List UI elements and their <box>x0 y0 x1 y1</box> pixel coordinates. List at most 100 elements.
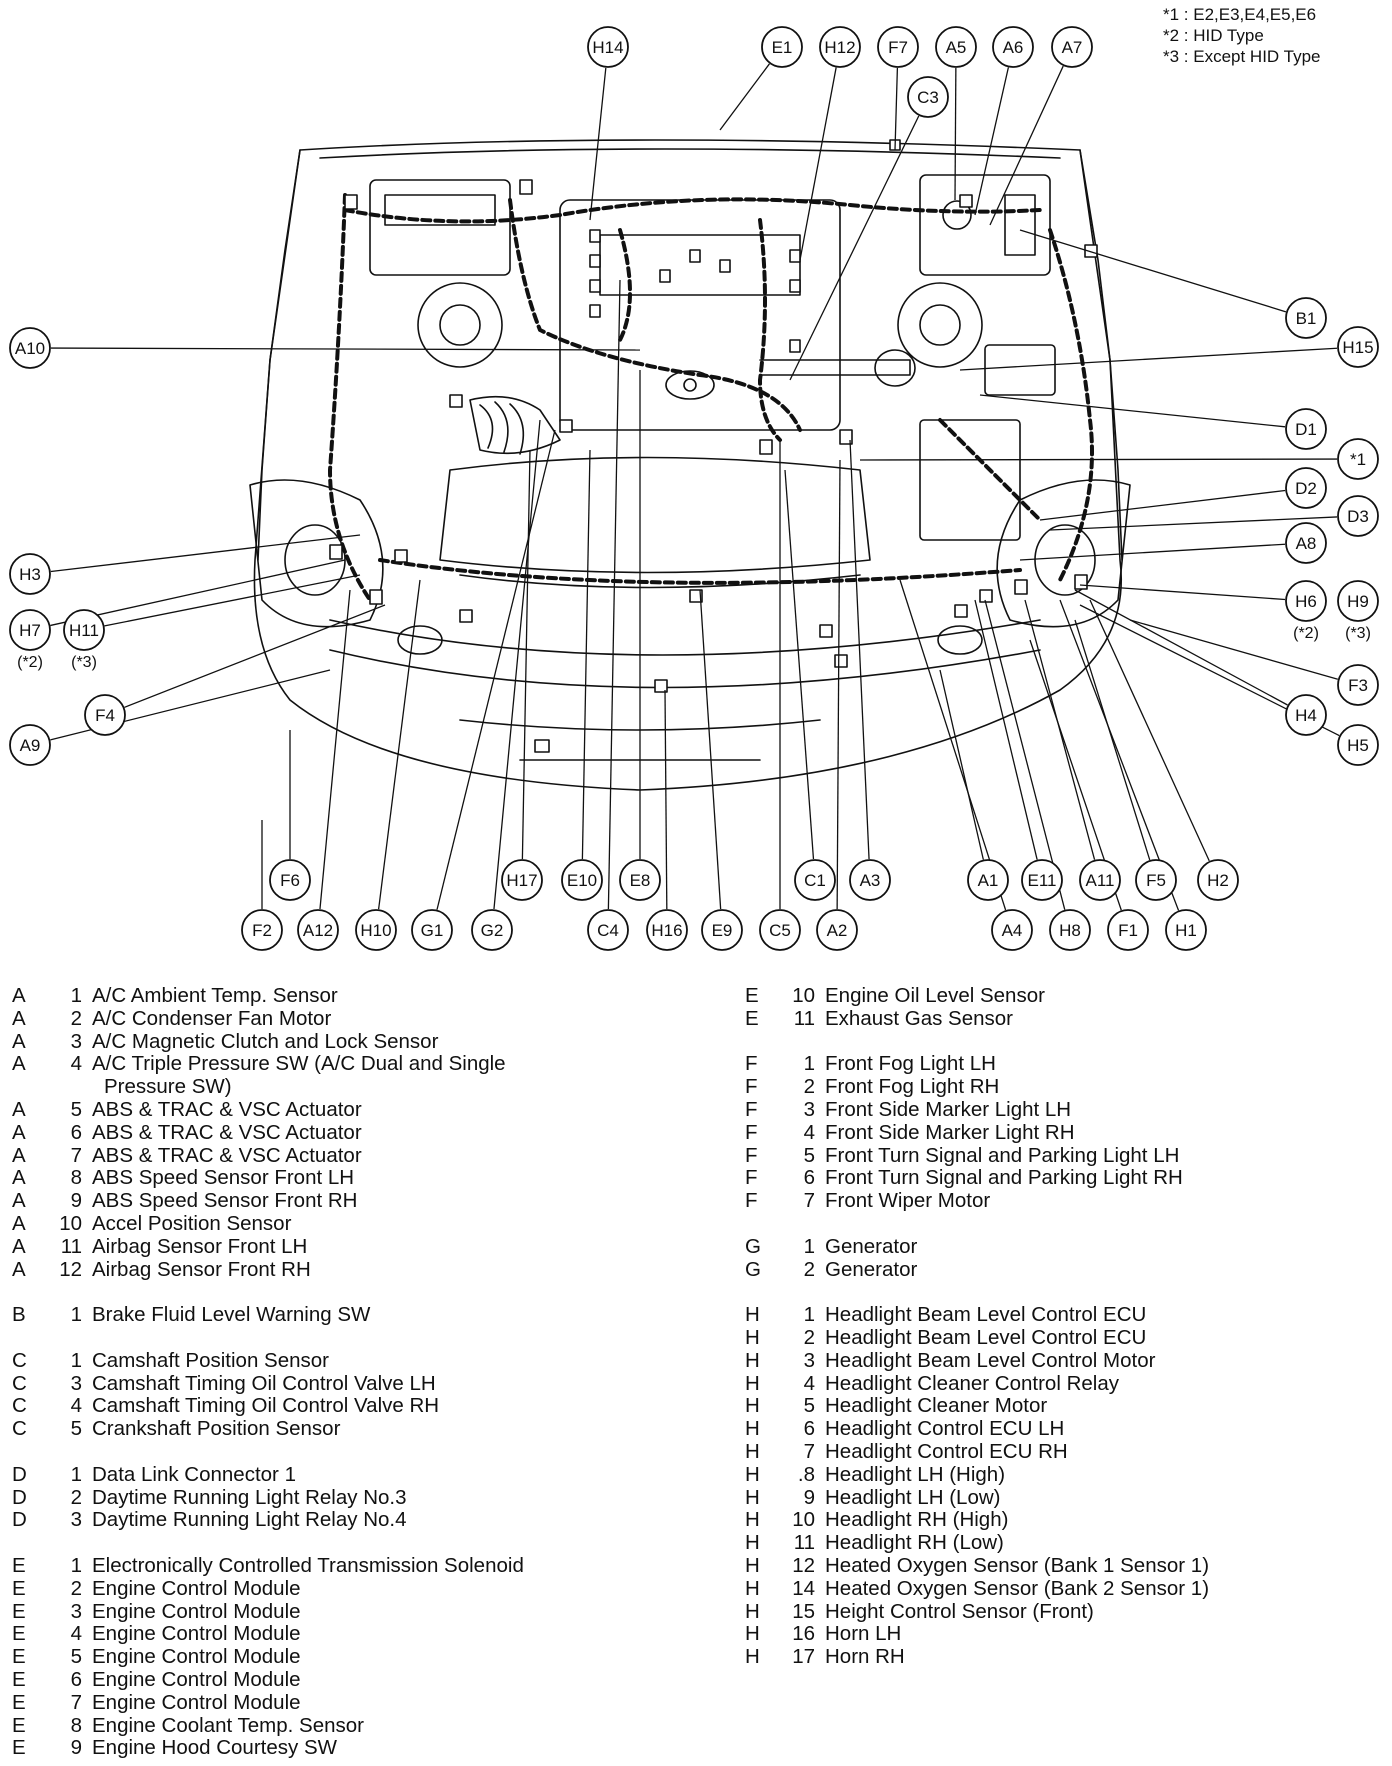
leader-h7 <box>50 559 346 627</box>
legend-description: Engine Control Module <box>92 1622 301 1646</box>
leader-a2 <box>836 459 841 910</box>
legend-number: 1 <box>70 1303 82 1327</box>
legend-letter: B <box>12 1303 26 1327</box>
leader-g2 <box>493 419 541 910</box>
callout-a10: A10 <box>15 339 45 358</box>
fog-light-left <box>397 625 443 655</box>
callout-circle-f3 <box>1337 664 1379 706</box>
footnote-3: *3 : Except HID Type <box>1163 47 1321 66</box>
callout-circle-h9 <box>1337 580 1379 622</box>
callout-f6: F6 <box>280 871 300 890</box>
legend-number: 2 <box>803 1257 815 1281</box>
callout-a4: A4 <box>1002 921 1023 940</box>
legend-number: 5 <box>70 1417 82 1441</box>
legend-number: 2 <box>803 1325 815 1349</box>
legend-letter: G <box>745 1234 761 1258</box>
callout-circle-h8 <box>1049 909 1091 951</box>
legend-description: Electronically Controlled Transmission S… <box>92 1553 524 1577</box>
legend-description: Headlight RH (Low) <box>825 1531 1004 1555</box>
leader-h2 <box>1089 599 1210 862</box>
legend-letter: D <box>12 1485 27 1509</box>
legend-description: Airbag Sensor Front LH <box>92 1234 308 1258</box>
callout-h3: H3 <box>19 565 41 584</box>
legend-description: Horn RH <box>825 1645 905 1669</box>
legend-number: 8 <box>70 1713 82 1737</box>
legend-number: 2 <box>70 1006 82 1030</box>
abs-actuator <box>919 174 1051 276</box>
legend-description: Engine Control Module <box>92 1599 301 1623</box>
legend-letter: H <box>745 1394 760 1418</box>
legend-description: Front Turn Signal and Parking Light RH <box>825 1166 1183 1190</box>
legend-number: 4 <box>70 1622 82 1646</box>
legend-letter: H <box>745 1508 760 1532</box>
callout-circle-h7 <box>9 609 51 651</box>
leader-h17 <box>521 449 531 860</box>
legend-description: ABS Speed Sensor Front RH <box>92 1189 358 1213</box>
footnote-2: *2 : HID Type <box>1163 26 1264 45</box>
callout-f2: F2 <box>252 921 272 940</box>
leader-a7 <box>989 65 1064 226</box>
callout-circle-d3 <box>1337 495 1379 537</box>
callout-h9: H9 <box>1347 592 1369 611</box>
callout-circle-h17 <box>501 859 543 901</box>
legend-letter: H <box>745 1439 760 1463</box>
legend-description: Engine Control Module <box>92 1645 301 1669</box>
leader-c4 <box>607 279 621 910</box>
leader-h3 <box>50 534 361 573</box>
bumper <box>329 619 1041 656</box>
legend-letter: E <box>12 1576 26 1600</box>
callout-h5: H5 <box>1347 736 1369 755</box>
legend-number: 2 <box>70 1485 82 1509</box>
legend-number: 17 <box>792 1645 815 1669</box>
legend-number: 12 <box>59 1257 82 1281</box>
strut-tower-right <box>897 282 983 368</box>
callout-f3: F3 <box>1348 676 1368 695</box>
callout-circle-a6 <box>992 26 1034 68</box>
leader-f3 <box>1129 619 1338 680</box>
legend-letter: F <box>745 1166 758 1190</box>
legend-number: 5 <box>70 1097 82 1121</box>
air-intake <box>469 395 561 455</box>
callout-circle-h6 <box>1285 580 1327 622</box>
legend-letter: A <box>12 1234 26 1258</box>
callout-f7: F7 <box>888 38 908 57</box>
leader-a5 <box>954 67 957 201</box>
callout-h6: H6 <box>1295 592 1317 611</box>
legend-description: Heated Oxygen Sensor (Bank 2 Sensor 1) <box>825 1576 1210 1600</box>
callout-h11: H11 <box>69 621 99 640</box>
callout-e11: E11 <box>1028 871 1057 890</box>
legend-letter: H <box>745 1348 760 1372</box>
legend-number: 3 <box>70 1371 82 1395</box>
callout-circle-h12 <box>819 26 861 68</box>
leader-h6 <box>1079 584 1286 601</box>
callout-circle-a11 <box>1079 859 1121 901</box>
callout-d2: D2 <box>1295 479 1317 498</box>
legend-letter: D <box>12 1508 27 1532</box>
body-outline <box>253 139 1122 791</box>
callout-h10: H10 <box>360 921 391 940</box>
callout-circle-h3 <box>9 553 51 595</box>
callout-circle-a7 <box>1051 26 1093 68</box>
legend-number: 4 <box>70 1394 82 1418</box>
legend-letter: H <box>745 1303 760 1327</box>
legend-number: 1 <box>70 1553 82 1577</box>
